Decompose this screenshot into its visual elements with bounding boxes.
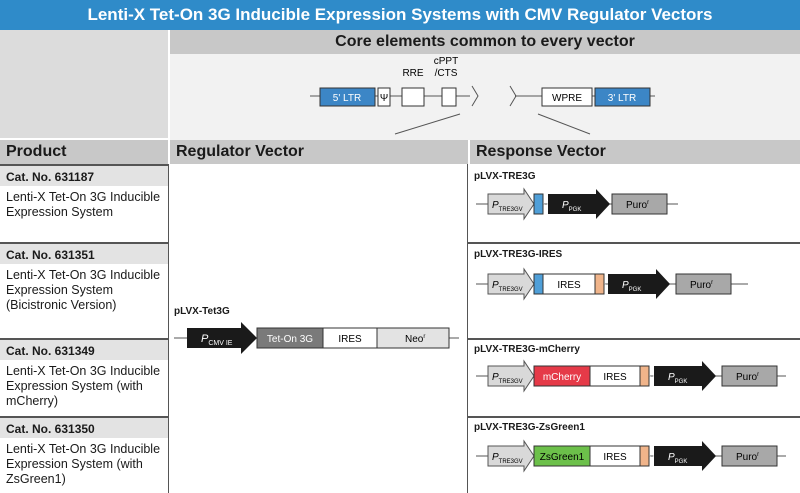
resp3-pgk-label: PPGK — [668, 372, 687, 385]
cmv-promoter-arrow — [187, 322, 257, 354]
cmv-promoter-label: PCMV IE — [201, 333, 233, 347]
core-elements-diagram: 5' LTR Ψ RRE cPPT /CTS WPRE 3' LTR — [310, 56, 655, 135]
rre-label: RRE — [402, 68, 423, 79]
ltr5-label: 5' LTR — [333, 93, 361, 104]
resp4-pgk-arrow — [654, 441, 716, 471]
resp1-pgk-label: PPGK — [562, 200, 581, 213]
resp3-ires-label: IRES — [603, 372, 627, 383]
resp4-tre-label: PTRE3GV — [492, 452, 523, 465]
response-divider-1 — [468, 242, 800, 244]
resp1-tre-arrow — [487, 187, 535, 221]
resp1-mcs-label: MCS — [544, 197, 550, 210]
core-left-blank — [0, 30, 168, 140]
product-cat-4: Cat. No. 631350 — [0, 416, 168, 438]
resp4-puro-label: Puror — [736, 452, 759, 463]
resp3-tre-label: PTRE3GV — [492, 372, 523, 385]
response-diagram-3: PTRE3GV mCherry IRES MCS PPGK Puror — [476, 359, 786, 393]
resp4-mcs-box — [639, 445, 650, 467]
psi-box — [377, 87, 391, 107]
response-diagram-4: PTRE3GV ZsGreen1 IRES MCS PPGK Puror — [476, 439, 786, 473]
resp3-tre-arrow — [487, 359, 535, 393]
response-name-2: pLVX-TRE3G-IRES — [474, 249, 563, 260]
resp3-mcs-box — [639, 365, 650, 387]
product-cat-3: Cat. No. 631349 — [0, 338, 168, 360]
header-product: Product — [0, 140, 168, 164]
resp3-puro-label: Puror — [736, 372, 759, 383]
wpre-box — [541, 87, 593, 107]
neo-box — [376, 327, 450, 349]
resp2-puro-box — [675, 273, 732, 295]
product-desc-1: Lenti-X Tet-On 3G Inducible Expression S… — [0, 186, 168, 242]
resp2-mcs-box-2 — [594, 273, 605, 295]
response-diagram-2: PTRE3GV MCS IRES MCS PPGK Puror — [476, 267, 748, 301]
psi-label: Ψ — [380, 93, 388, 104]
resp2-puro-label: Puror — [690, 280, 713, 291]
resp4-ires-label: IRES — [603, 452, 627, 463]
header-response: Response Vector — [468, 140, 800, 164]
break-mark-right — [509, 85, 517, 107]
response-divider-2 — [468, 338, 800, 340]
resp4-puro-box — [721, 445, 778, 467]
resp3-puro-box — [721, 365, 778, 387]
wpre-label: WPRE — [552, 93, 582, 104]
resp2-pgk-label: PPGK — [622, 280, 641, 293]
resp2-pgk-arrow — [608, 269, 670, 299]
column-divider-1 — [168, 164, 169, 493]
response-diagram-1: PTRE3GV MCS PPGK Puror — [476, 187, 678, 221]
resp2-mcs-box-1 — [533, 273, 544, 295]
core-callout-left — [394, 113, 461, 135]
regulator-name: pLVX-Tet3G — [174, 306, 230, 317]
zsgreen-label: ZsGreen1 — [540, 452, 585, 463]
ltr5-box — [319, 87, 376, 107]
rre-box — [401, 87, 425, 107]
regulator-diagram: PCMV IE Tet-On 3G IRES Neor — [174, 322, 459, 354]
response-name-1: pLVX-TRE3G — [474, 171, 536, 182]
resp1-tre-label: PTRE3GV — [492, 200, 523, 213]
resp2-tre-label: PTRE3GV — [492, 280, 523, 293]
resp1-pgk-arrow — [548, 189, 610, 219]
mcherry-label: mCherry — [543, 372, 581, 383]
resp1-puro-label: Puror — [626, 200, 649, 211]
resp3-pgk-arrow — [654, 361, 716, 391]
response-divider-3 — [468, 416, 800, 418]
resp4-tre-arrow — [487, 439, 535, 473]
product-desc-3: Lenti-X Tet-On 3G Inducible Expression S… — [0, 360, 168, 416]
resp2-ires-label: IRES — [557, 280, 581, 291]
ltr3-label: 3' LTR — [608, 93, 636, 104]
product-desc-2: Lenti-X Tet-On 3G Inducible Expression S… — [0, 264, 168, 338]
resp1-puro-box — [611, 193, 668, 215]
header-regulator: Regulator Vector — [168, 140, 468, 164]
response-name-3: pLVX-TRE3G-mCherry — [474, 344, 580, 355]
ltr3-box — [594, 87, 651, 107]
response-name-4: pLVX-TRE3G-ZsGreen1 — [474, 422, 585, 433]
resp4-mcs-label: MCS — [650, 449, 656, 462]
resp1-mcs-box — [533, 193, 544, 215]
cppt-label-1: cPPT — [434, 56, 458, 67]
tet-on-3g-label: Tet-On 3G — [267, 334, 313, 345]
regulator-ires-label: IRES — [338, 334, 362, 345]
resp4-pgk-label: PPGK — [668, 452, 687, 465]
cppt-box — [441, 87, 457, 107]
core-heading: Core elements common to every vector — [168, 30, 800, 54]
resp3-mcs-label: MCS — [650, 369, 656, 382]
product-cat-1: Cat. No. 631187 — [0, 164, 168, 186]
page-title: Lenti-X Tet-On 3G Inducible Expression S… — [0, 0, 800, 30]
resp2-tre-arrow — [487, 267, 535, 301]
cppt-label-2: /CTS — [435, 68, 458, 79]
column-divider-2 — [467, 164, 468, 493]
core-callout-right — [537, 113, 591, 135]
break-mark-left — [471, 85, 479, 107]
product-desc-4: Lenti-X Tet-On 3G Inducible Expression S… — [0, 438, 168, 493]
neo-label: Neor — [405, 334, 425, 345]
product-cat-2: Cat. No. 631351 — [0, 242, 168, 264]
core-elements-panel: 5' LTR Ψ RRE cPPT /CTS WPRE 3' LTR — [168, 54, 800, 140]
